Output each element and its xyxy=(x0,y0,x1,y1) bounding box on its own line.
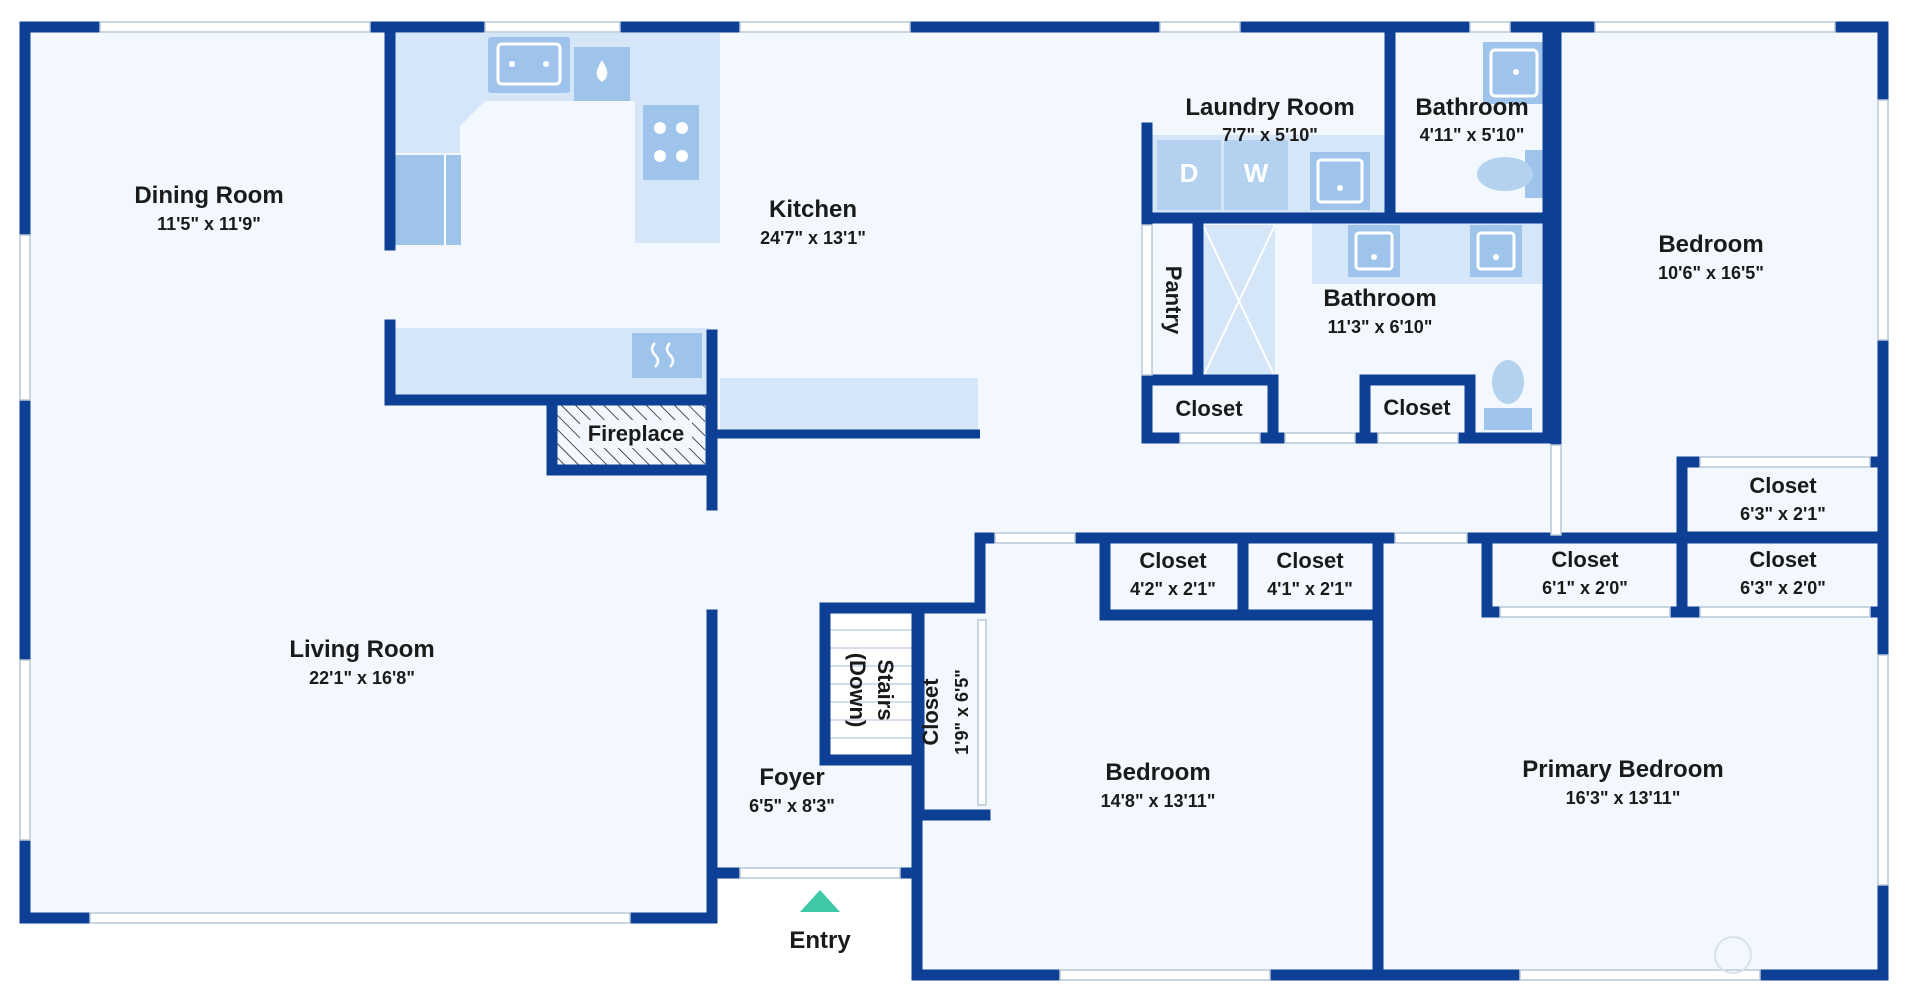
closet-ne-2-name: Closet xyxy=(1749,547,1817,572)
toilet-icon xyxy=(1477,150,1545,198)
closet-ne-1-dims: 6'3" x 2'1" xyxy=(1740,504,1826,524)
closet-ne-1-name: Closet xyxy=(1749,473,1817,498)
vanity-sink-2-icon xyxy=(1470,225,1522,277)
toilet-2-icon xyxy=(1484,360,1532,430)
kitchen-fixtures xyxy=(390,33,978,430)
closet-s-2-dims: 4'1" x 2'1" xyxy=(1267,579,1353,599)
small-bath-fixtures xyxy=(1477,42,1545,198)
bedroom-s-dims: 14'8" x 13'11" xyxy=(1101,791,1216,811)
bedroom-s-name: Bedroom xyxy=(1105,759,1210,786)
stairs-label: Stairs xyxy=(873,659,898,720)
foyer-closet-dims: 1'9" x 6'5" xyxy=(952,669,972,755)
primary-bedroom-name: Primary Bedroom xyxy=(1522,756,1723,783)
small-bath-sink-icon xyxy=(1483,42,1545,104)
closet-s-1-name: Closet xyxy=(1139,548,1207,573)
dryer-letter: D xyxy=(1180,158,1199,188)
laundry-room-name: Laundry Room xyxy=(1185,94,1354,121)
main-bathroom-dims: 11'3" x 6'10" xyxy=(1328,317,1433,337)
floor-area xyxy=(25,28,1883,975)
stove-icon xyxy=(643,105,699,180)
foyer-closet-name: Closet xyxy=(918,678,943,746)
bedroom-ne-dims: 10'6" x 16'5" xyxy=(1658,263,1764,283)
closet-bath-name: Closet xyxy=(1383,395,1451,420)
shower-icon xyxy=(1202,224,1276,378)
bedroom-ne-name: Bedroom xyxy=(1658,231,1763,258)
foyer-dims: 6'5" x 8'3" xyxy=(749,796,835,816)
laundry-sink-icon xyxy=(1310,152,1370,210)
kitchen-dims: 24'7" x 13'1" xyxy=(760,228,866,248)
small-bathroom-dims: 4'11" x 5'10" xyxy=(1420,125,1525,145)
dishwasher-icon xyxy=(574,47,630,101)
washer-icon: W xyxy=(1224,140,1288,210)
dryer-icon: D xyxy=(1157,140,1221,210)
dining-room-dims: 11'5" x 11'9" xyxy=(157,214,261,234)
laundry-room-dims: 7'7" x 5'10" xyxy=(1222,125,1318,145)
closet-ne-2-dims: 6'3" x 2'0" xyxy=(1740,578,1826,598)
kitchen-sink-icon xyxy=(488,37,570,93)
washer-letter: W xyxy=(1244,158,1269,188)
watermark-icon xyxy=(1714,936,1752,974)
stairs-direction-label: (Down) xyxy=(845,653,870,728)
pantry-label: Pantry xyxy=(1161,266,1186,335)
foyer-name: Foyer xyxy=(759,764,824,791)
closet-hall-name: Closet xyxy=(1175,396,1243,421)
primary-bedroom-dims: 16'3" x 13'11" xyxy=(1566,788,1681,808)
room-labels: Dining Room 11'5" x 11'9" Kitchen 24'7" … xyxy=(134,94,1826,816)
main-bathroom-name: Bathroom xyxy=(1323,285,1436,312)
closet-s-2-name: Closet xyxy=(1276,548,1344,573)
entry-label: Entry xyxy=(789,927,851,954)
entry-arrow-icon xyxy=(800,890,840,912)
small-bathroom-name: Bathroom xyxy=(1415,94,1528,121)
closet-s-1-dims: 4'2" x 2'1" xyxy=(1130,579,1216,599)
vanity-sink-1-icon xyxy=(1348,225,1400,277)
stairs xyxy=(830,615,912,760)
dining-room-name: Dining Room xyxy=(134,182,283,209)
living-room-name: Living Room xyxy=(289,636,434,663)
refrigerator-icon xyxy=(393,155,461,245)
windows xyxy=(19,21,1889,981)
laundry-fixtures: D W xyxy=(1152,135,1387,213)
entry-marker: Entry xyxy=(789,890,851,954)
kitchen-name: Kitchen xyxy=(769,196,857,223)
main-bath-fixtures xyxy=(1202,222,1542,430)
closet-primary-dims: 6'1" x 2'0" xyxy=(1542,578,1628,598)
fireplace-label: Fireplace xyxy=(588,421,685,446)
cooktop-icon xyxy=(632,333,702,378)
living-room-dims: 22'1" x 16'8" xyxy=(309,668,415,688)
closet-primary-name: Closet xyxy=(1551,547,1619,572)
